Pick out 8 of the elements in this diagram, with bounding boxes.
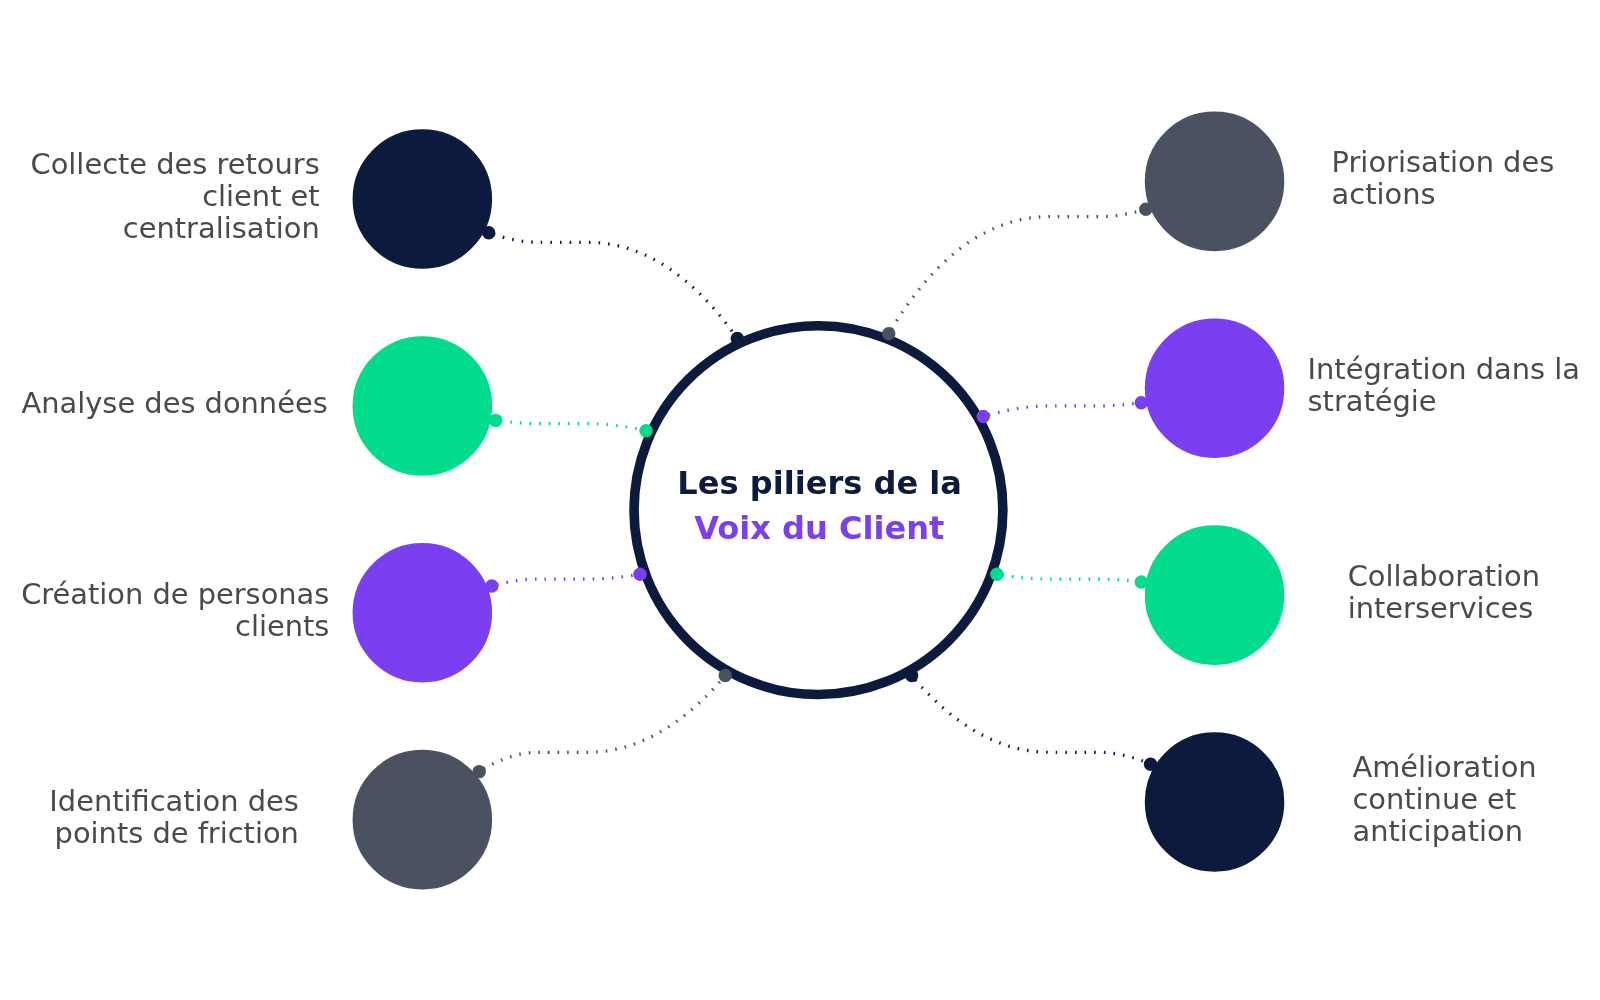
node-label: Collaboration interservices	[1347, 558, 1540, 625]
node-label: Identification des points de friction	[49, 783, 299, 850]
node-label: Intégration dans la stratégie	[1307, 351, 1580, 418]
node-label: Collecte des retours client et centralisation	[30, 146, 320, 245]
node-label: Analyse des données	[21, 385, 328, 420]
node-label: Priorisation des actions	[1331, 144, 1555, 211]
node-label: Amélioration continue et anticipation	[1352, 749, 1537, 848]
node-label: Création de personas clients	[21, 576, 330, 643]
